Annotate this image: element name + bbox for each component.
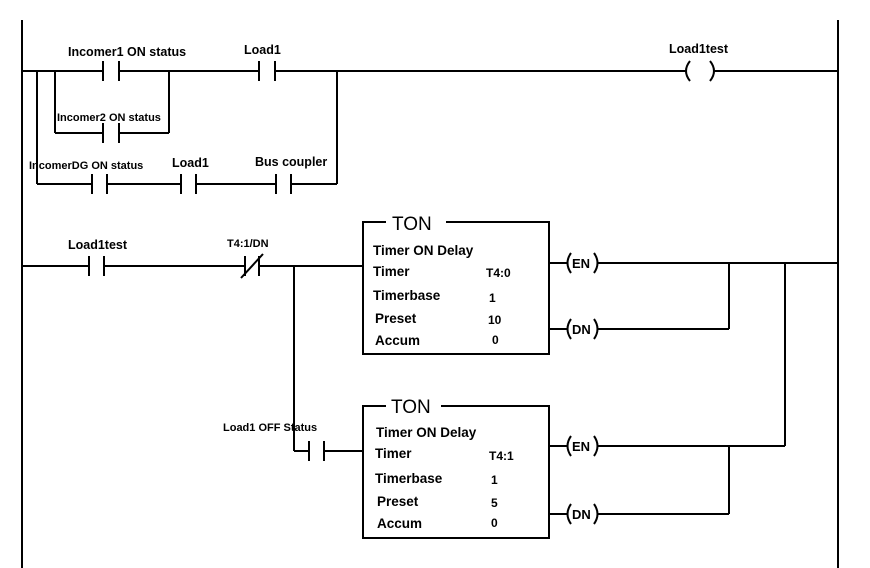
- timer1-timer-value: T4:0: [486, 266, 511, 280]
- timer2-timer-value: T4:1: [489, 449, 514, 463]
- timer1-title: TON: [392, 214, 432, 235]
- timer1-accum-value: 0: [492, 333, 499, 347]
- timer1-en-label: EN: [572, 256, 590, 271]
- incomerdg-label: IncomerDG ON status: [29, 160, 143, 172]
- timer2-dn-coil[interactable]: DN: [566, 503, 599, 525]
- load1-off-status-label: Load1 OFF Status: [223, 422, 317, 434]
- timer2-preset-value: 5: [491, 496, 498, 510]
- timer2-en-label: EN: [572, 439, 590, 454]
- timer2-accum-value: 0: [491, 516, 498, 530]
- timer2-accum-label: Accum: [377, 516, 422, 531]
- coil-load1test[interactable]: [685, 60, 715, 82]
- contact-incomer1[interactable]: [102, 61, 120, 81]
- timer1-preset-label: Preset: [375, 311, 417, 326]
- timer1-timebase-label: Timerbase: [373, 288, 441, 303]
- timer2-heading: Timer ON Delay: [376, 425, 477, 440]
- contact-t4-1-dn-nc[interactable]: [240, 253, 264, 279]
- incomer1-label: Incomer1 ON status: [68, 45, 186, 59]
- timer1-timer-label: Timer: [373, 264, 410, 279]
- rung-1: Incomer1 ON status Load1 Load1test Incom…: [22, 42, 838, 194]
- timer2-en-coil[interactable]: EN: [566, 435, 599, 457]
- contact-incomerdg[interactable]: [91, 174, 108, 194]
- load1-label: Load1: [244, 43, 281, 57]
- timer-block-t4-1[interactable]: TON Timer ON Delay Timer T4:1 Timerbase …: [362, 397, 550, 539]
- contact-bus-coupler[interactable]: [275, 174, 292, 194]
- contact-load1-off-status[interactable]: [308, 441, 325, 461]
- timer1-accum-label: Accum: [375, 333, 420, 348]
- timer2-timebase-value: 1: [491, 473, 498, 487]
- coil-load1test-label: Load1test: [669, 42, 729, 56]
- contact-load1test[interactable]: [88, 256, 105, 276]
- timer1-preset-value: 10: [488, 313, 502, 327]
- rung-2: Load1test T4:1/DN Load1 OFF Status TON T…: [22, 214, 838, 539]
- bus-coupler-label: Bus coupler: [255, 155, 327, 169]
- contact-load1[interactable]: [258, 61, 276, 81]
- contact-load1-branch[interactable]: [180, 174, 197, 194]
- timer2-timebase-label: Timerbase: [375, 471, 443, 486]
- timer2-title: TON: [391, 397, 431, 418]
- incomer2-label: Incomer2 ON status: [57, 112, 161, 124]
- timer1-heading: Timer ON Delay: [373, 243, 474, 258]
- load1test-contact-label: Load1test: [68, 238, 128, 252]
- timer1-timebase-value: 1: [489, 291, 496, 305]
- timer1-en-coil[interactable]: EN: [566, 252, 599, 274]
- load1-branch-label: Load1: [172, 156, 209, 170]
- timer2-timer-label: Timer: [375, 446, 412, 461]
- timer-block-t4-0[interactable]: TON Timer ON Delay Timer T4:0 Timerbase …: [362, 214, 550, 355]
- timer1-dn-coil[interactable]: DN: [566, 318, 599, 340]
- t4-1-dn-label: T4:1/DN: [227, 238, 269, 250]
- timer2-preset-label: Preset: [377, 494, 419, 509]
- timer2-dn-label: DN: [572, 507, 591, 522]
- timer1-dn-label: DN: [572, 322, 591, 337]
- contact-incomer2[interactable]: [102, 123, 120, 143]
